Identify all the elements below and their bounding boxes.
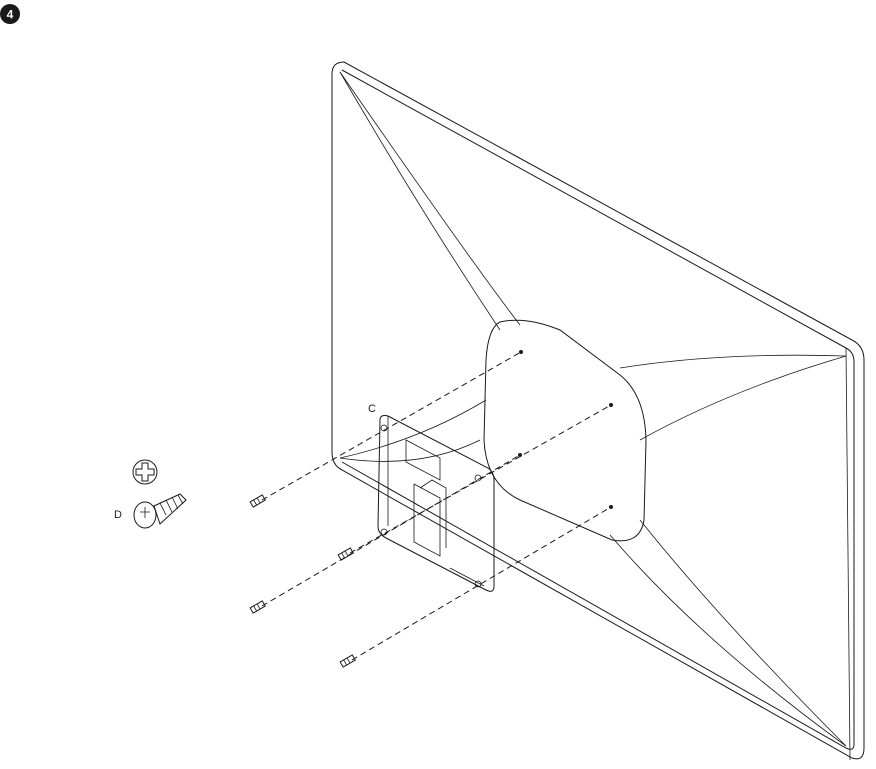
screw bbox=[337, 547, 354, 561]
screw bbox=[249, 494, 266, 508]
screw-icon bbox=[133, 493, 187, 529]
phillips-head-icon bbox=[132, 459, 158, 485]
alignment-lines bbox=[261, 351, 612, 661]
screw bbox=[339, 654, 356, 668]
monitor-back bbox=[331, 61, 865, 761]
label-screw: D bbox=[114, 509, 122, 521]
label-bracket: C bbox=[368, 403, 376, 415]
screws bbox=[249, 494, 356, 668]
step-badge: 4 bbox=[0, 4, 20, 24]
screw bbox=[249, 600, 266, 614]
mounting-bracket bbox=[377, 415, 495, 592]
step-number: 4 bbox=[7, 8, 14, 22]
